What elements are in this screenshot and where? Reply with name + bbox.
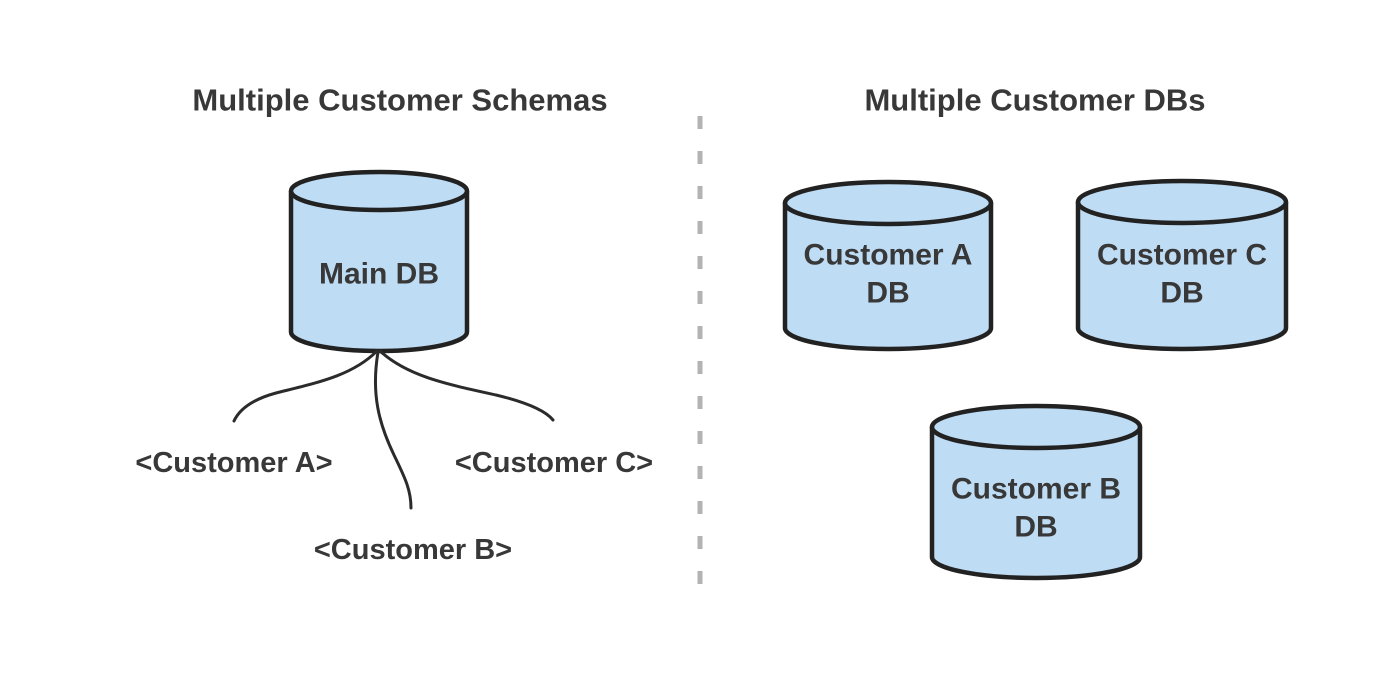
customer-b-db-label-line2: DB: [1014, 511, 1057, 544]
main-db-cylinder: Main DB: [288, 169, 470, 354]
cylinder-body: [1075, 202, 1289, 352]
cylinder-top: [1075, 178, 1289, 226]
left-panel-title: Multiple Customer Schemas: [192, 83, 607, 118]
customer-a-db-label-line1: Customer A: [804, 239, 973, 272]
customer-a-db-cylinder: Customer A DB: [782, 179, 994, 352]
cylinder-top: [782, 179, 994, 227]
cylinder-body: [929, 427, 1143, 581]
schema-label-customer-c: <Customer C>: [455, 447, 653, 479]
customer-c-db-label-line1: Customer C: [1097, 239, 1267, 272]
cylinder-top: [929, 403, 1143, 451]
main-db-label: Main DB: [319, 258, 439, 291]
connector-customer-a: [232, 349, 379, 423]
customer-c-db-label-line2: DB: [1160, 277, 1203, 310]
schema-label-customer-b: <Customer B>: [314, 534, 512, 566]
cylinder-top: [288, 169, 470, 213]
right-panel-title: Multiple Customer DBs: [864, 83, 1205, 118]
connector-customer-c: [378, 349, 555, 422]
cylinder-body: [782, 203, 994, 352]
customer-b-db-label-line1: Customer B: [951, 473, 1121, 506]
customer-c-db-cylinder: Customer C DB: [1075, 178, 1289, 352]
connector-customer-b: [373, 350, 413, 510]
customer-b-db-cylinder: Customer B DB: [929, 403, 1143, 581]
customer-a-db-label-line2: DB: [866, 277, 909, 310]
schema-label-customer-a: <Customer A>: [135, 447, 332, 479]
